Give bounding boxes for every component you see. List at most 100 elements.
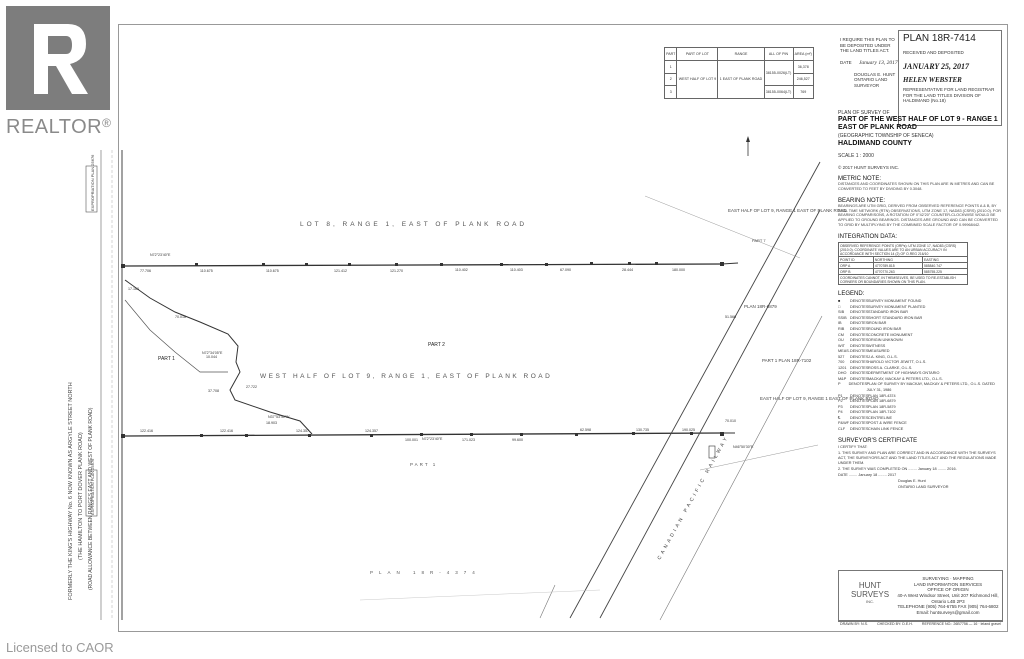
- legend-code: P1: [838, 393, 843, 398]
- legend-code: DHO: [838, 371, 847, 376]
- plan-deposit-date: JANUARY 25, 2017: [903, 62, 970, 71]
- part1-boundary: [124, 279, 313, 435]
- top-dim-8: 67.090: [560, 268, 571, 272]
- highway-label: FORMERLY THE KING'S HIGHWAY No. 6 NOW KN…: [68, 382, 74, 600]
- schedule-header-range: RANGE: [717, 47, 765, 61]
- firm-suffix: INC.: [866, 598, 874, 604]
- bearing-3: N72°34'05"E: [202, 351, 223, 355]
- title-line-2: EAST OF PLANK ROAD: [838, 124, 917, 132]
- plan-number-box: [898, 30, 1002, 126]
- bottom-dim-9: 130.735: [636, 428, 649, 432]
- schedule-cell: 36,378: [792, 59, 814, 74]
- title-scale: SCALE 1 : 2000: [838, 152, 874, 159]
- realtor-logo: REALTOR®: [6, 6, 111, 139]
- requirement-date: January 13, 2017: [858, 59, 898, 66]
- realtor-brand: REALTOR: [6, 116, 103, 138]
- schedule-row: 2 246,527: [663, 72, 814, 87]
- realtor-wordmark: REALTOR®: [6, 116, 111, 139]
- bottom-dim-1: 122.416: [140, 429, 153, 433]
- west-half-label: WEST HALF OF LOT 9, RANGE 1, EAST OF PLA…: [260, 373, 552, 380]
- legend-code: 1201: [838, 365, 847, 370]
- part1-boundary-2: [124, 299, 228, 373]
- plan-representative: REPRESENTATIVE FOR LAND REGISTRAR FOR TH…: [903, 87, 995, 104]
- legend-code: M&P: [838, 376, 847, 381]
- legend-code: WIT: [838, 343, 845, 348]
- title-block: PLAN OF SURVEY OF PART OF THE WEST HALF …: [838, 110, 1003, 490]
- bottom-dim-2: 122.416: [220, 429, 233, 433]
- legend-text: PLAN 18R-4374: [868, 393, 896, 398]
- legend-text: DEPARTMENT OF HIGHWAYS ONTARIO: [868, 371, 940, 376]
- schedule-row: 3 38155-0064(LT) 769: [663, 85, 814, 99]
- legend-denotes: DENOTES: [850, 360, 869, 365]
- title-geographic: (GEOGRAPHIC TOWNSHIP OF SENECA): [838, 132, 934, 139]
- legend-denotes: DENOTES: [850, 376, 869, 381]
- legend-denotes: DENOTES: [850, 299, 869, 304]
- schedule-cell: WEST HALF OF LOT 9: [676, 59, 719, 100]
- plan-number: PLAN 18R-7414: [903, 33, 976, 44]
- legend-denotes: DENOTES: [850, 349, 869, 354]
- side-dim-5: 27.722: [246, 385, 257, 389]
- road-allowance-label: (THE HAMILTON TO PORT DOVER PLANK ROAD): [78, 432, 84, 560]
- expropriation-bottom-label: EXPROPRIATION PLAN 25676: [90, 458, 95, 515]
- legend-code: 700: [838, 360, 845, 365]
- schedule-row: 1 WEST HALF OF LOT 9 1 EAST OF PLANK ROA…: [663, 59, 814, 100]
- legend-code: 527: [838, 354, 845, 359]
- legend-text: SURVEY MONUMENT PLANTED: [868, 304, 926, 309]
- expropriation-top-label: EXPROPRIATION PLAN 25676: [90, 154, 95, 211]
- legend-denotes: DENOTES: [848, 382, 867, 387]
- railway-line-4: [539, 584, 556, 619]
- lot-line-upper-east: [644, 195, 801, 259]
- legend-code: P2: [838, 399, 843, 404]
- bottom-dim-8: 62.598: [580, 428, 591, 432]
- schedule-cell: 769: [792, 85, 814, 99]
- legend-text: PLAN 18R-6879: [868, 399, 896, 404]
- realtor-registered: ®: [102, 116, 112, 130]
- side-dim-2: 70.018: [175, 315, 186, 319]
- top-dim-5: 121.270: [390, 269, 403, 273]
- railway-monument: [708, 445, 716, 459]
- schedule-header-row: PART PART OF LOT RANGE ALL OF PIN AREA (…: [663, 47, 814, 61]
- drawn-by: DRAWN BY: N.S.: [840, 622, 869, 626]
- plan-6879-label: PLAN 18R-6879: [744, 304, 777, 309]
- east-half-bottom-label: EAST HALF OF LOT 9, RANGE 1 EAST OF PLAN…: [760, 396, 879, 401]
- side-dim-6: 18.903: [266, 421, 277, 425]
- part7-label: PART 7: [752, 238, 766, 243]
- license-text: Licensed to CAOR: [6, 640, 114, 655]
- expropriation-box-bottom: [85, 469, 98, 517]
- bottom-dim-10: 190.025: [682, 428, 695, 432]
- plan-4374-label: PLAN 18R-4374: [370, 570, 481, 575]
- legend-text: SURVEY MONUMENT FOUND: [868, 299, 922, 304]
- certificate-signer-title: ONTARIO LAND SURVEYOR: [898, 484, 949, 489]
- legend-denotes: DENOTES: [850, 321, 869, 326]
- requirement-date-label: DATE: [840, 59, 852, 65]
- top-dim-1: 77.706: [140, 269, 151, 273]
- legend-code: IB: [838, 321, 842, 326]
- railway-line-1: [569, 161, 821, 619]
- legend-denotes: DENOTES: [850, 393, 869, 398]
- integration-footer: COORDINATES CANNOT, IN THEMSELVES, BE US…: [838, 274, 968, 286]
- legend-code: ℄: [838, 415, 841, 420]
- road-allowance-label-2: (ROAD ALLOWANCE BETWEEN RANGES EAST AND …: [88, 407, 94, 590]
- bottom-dim-7: 99.600: [512, 438, 523, 442]
- bearing-4: N37°53'40"W: [268, 415, 290, 419]
- top-dimension-labels: 77.706 110.675 110.675 121.412 121.270 1…: [140, 268, 685, 273]
- legend-denotes: DENOTES: [850, 404, 869, 409]
- legend-denotes: DENOTES: [850, 371, 869, 376]
- firm-lis: LAND INFORMATION SERVICES: [913, 581, 983, 587]
- plan-land-registrar: HELEN WEBSTER: [903, 76, 962, 84]
- railway-line-2: [599, 209, 821, 619]
- legend-denotes: DENOTES: [850, 365, 869, 370]
